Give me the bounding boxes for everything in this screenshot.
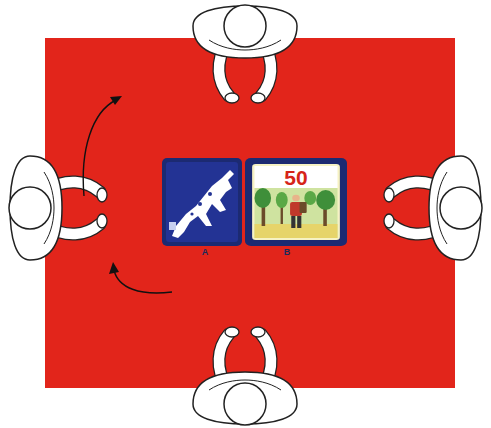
card-value: 50 <box>245 158 347 188</box>
table-top <box>45 38 455 388</box>
score-card: 50 <box>245 158 347 246</box>
card-letter: A <box>202 247 209 257</box>
card-a <box>162 158 242 246</box>
turn-arrows <box>83 100 172 293</box>
card-letter: B <box>284 247 291 257</box>
